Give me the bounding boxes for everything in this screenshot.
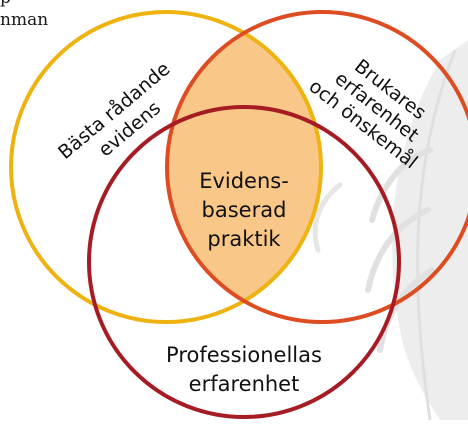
professional-label-line-1: Professionellas xyxy=(166,343,322,367)
center-label-line-2: baserad xyxy=(202,198,287,222)
feather-icon xyxy=(312,40,468,421)
cropped-text-nman: nman xyxy=(0,10,49,30)
professional-label-line-2: erfarenhet xyxy=(189,372,300,396)
professional-label: Professionellas erfarenhet xyxy=(166,343,322,396)
center-label-line-3: praktik xyxy=(207,227,281,251)
professional-experience-circle xyxy=(87,105,401,419)
center-overlap-region xyxy=(167,12,321,322)
center-label: Evidens- baserad praktik xyxy=(199,169,289,251)
evidence-circle xyxy=(9,10,323,324)
cropped-text-top: p xyxy=(0,0,11,8)
user-experience-circle xyxy=(165,10,468,324)
center-label-line-1: Evidens- xyxy=(199,169,289,193)
